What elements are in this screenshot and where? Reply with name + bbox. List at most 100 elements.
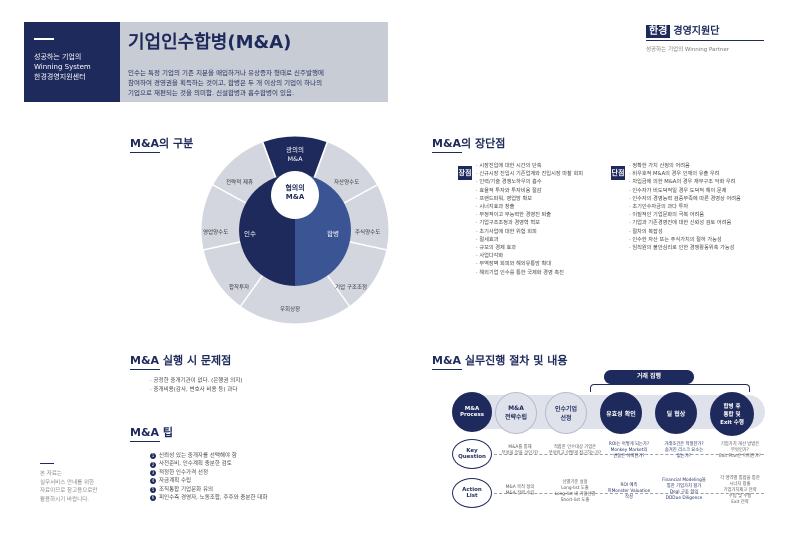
pros-item: 무역장벽 회피와 해외유통망 확대 bbox=[476, 260, 611, 268]
pros-item: 시장진입에 대한 시간의 단축 bbox=[476, 162, 611, 170]
footnote-line: 자료이므로 참고용으로만 bbox=[40, 488, 98, 494]
footnote-line: 실무서비스 안내를 위한 bbox=[40, 479, 95, 486]
merger-label: 합병 bbox=[327, 230, 339, 238]
pros-item: 해외기업 인수를 통한 국제화 경영 촉진 bbox=[476, 269, 611, 277]
pros-item: 효율적 투자와 투자비용 절감 bbox=[476, 187, 611, 195]
deal-execution-banner: 거래 집행 bbox=[604, 370, 694, 384]
process-step: 인수기업 선정 bbox=[545, 392, 587, 434]
pros-item: 규모의 경제 효과 bbox=[476, 244, 611, 252]
pros-item: 인력/기술 경쟁노하우의 흡수 bbox=[476, 178, 611, 186]
acquisition-label: 인수 bbox=[244, 230, 256, 238]
outer-label: 주식양수도 bbox=[355, 230, 381, 236]
broad-ma-label: 광의의 M&A bbox=[286, 146, 304, 163]
process-step: 유효성 확인 bbox=[600, 392, 642, 434]
action-item: M&A 목적 정의 M&A 전략 수립 bbox=[505, 485, 535, 496]
action-list-divider bbox=[494, 493, 764, 494]
problem-item: 공정한 중개기관이 없다. (은행권 의지) bbox=[150, 377, 243, 386]
key-question-label: Key Question bbox=[452, 439, 492, 469]
tip-text: 적정한 인수가격 선정 bbox=[159, 469, 209, 476]
desc-line: 기업으로 재편되는 것을 의미함. 신설합병과 흡수합병이 있음. bbox=[128, 89, 295, 97]
tip-number: 4 bbox=[150, 478, 156, 485]
cons-item: 인수자의 경영능력 검증부족에 따른 경영상 어려움 bbox=[629, 195, 769, 203]
process-step: M&A 전략수립 bbox=[495, 392, 537, 434]
pros-item: 초기사업에 대한 위험 회피 bbox=[476, 228, 611, 236]
cons-item: 정확한 가치 산정의 어려움 bbox=[629, 162, 769, 170]
cons-list: 정확한 가치 산정의 어려움 비우호적 M&A의 경우 인재의 유출 우려 차입… bbox=[629, 162, 769, 252]
tip-text: 피인수측 경영자, 노동조합, 주주와 충분한 대화 bbox=[159, 495, 268, 502]
key-question-item: 기업가치 개선 방법은 무엇인가? Exit Plan은 어떠한가? bbox=[718, 442, 762, 459]
tip-number: 6 bbox=[150, 495, 156, 502]
pros-item: 프랜드파워, 영업망 확보 bbox=[476, 195, 611, 203]
process-row-label: M&A Process bbox=[452, 392, 492, 432]
page-description: 인수는 특정 기업의 기존 지분을 매입하거나 유상증자 형태로 신주발행에 참… bbox=[128, 68, 384, 98]
header-main-panel: 기업인수합병(M&A) 인수는 특정 기업의 기존 지분을 매입하거나 유상증자… bbox=[120, 22, 388, 102]
footnote: 본 자료는 실무서비스 안내를 위한 자료이므로 참고용으로만 활용하시기 바랍… bbox=[40, 470, 97, 504]
pros-badge: 장점 bbox=[458, 166, 472, 180]
tip-text: 조직통합 기업문화 유의 bbox=[159, 486, 214, 493]
header-side-panel: 성공하는 기업의 Winning System 한경경영지원센터 bbox=[24, 22, 120, 102]
cons-item: 비우호적 M&A의 경우 인재의 유출 우려 bbox=[629, 170, 769, 178]
outer-label: 자산양수도 bbox=[334, 180, 360, 186]
tip-number: 5 bbox=[150, 486, 156, 493]
key-question-item: ROI는 어떻게 되는가? Monkey Market의 변동은 어떠한가? bbox=[608, 442, 650, 459]
narrow-ma-label: 협의의 M&A bbox=[285, 184, 305, 201]
narrow-ma-circle bbox=[271, 171, 319, 219]
process-step: 딜 협상 bbox=[655, 392, 697, 434]
tip-text: 사전준비, 인수계획 충분한 검토 bbox=[159, 461, 232, 468]
action-item: Financial Modeling을 통한 기업가치 평가 Deal 구조 협… bbox=[662, 478, 706, 501]
section-underline bbox=[432, 152, 462, 153]
process-step: 합병 후 통합 및 Exit 수행 bbox=[710, 392, 754, 436]
key-question-item: M&A를 통해 무엇을 얻을 것인가? bbox=[501, 445, 539, 456]
deal-bracket bbox=[590, 384, 750, 392]
pros-item: 시너지효과 창출 bbox=[476, 203, 611, 211]
action-list-label: Action List bbox=[452, 478, 492, 508]
problems-title: M&A 실행 시 문제점 bbox=[130, 354, 232, 367]
logo-divider bbox=[646, 40, 764, 41]
outer-label: 전략적 제휴 bbox=[226, 180, 254, 186]
cons-item: 인수자가 비도덕적일 경우 도덕적 해이 문제 bbox=[629, 187, 769, 195]
cons-badge: 단점 bbox=[611, 166, 625, 180]
key-question-item: 적합한 인수대상 기업은 무엇이고 어떻게 접근하는가? bbox=[548, 445, 602, 456]
header-side-line: 성공하는 기업의 bbox=[34, 53, 82, 61]
cons-item: 차입금에 의한 M&A의 경우 재무구조 악화 우려 bbox=[629, 178, 769, 186]
section-underline bbox=[130, 152, 160, 153]
footnote-line: 본 자료는 bbox=[40, 471, 62, 477]
section-underline bbox=[130, 369, 160, 370]
page-title: 기업인수합병(M&A) bbox=[128, 32, 292, 53]
cons-item: 절차의 복잡성 bbox=[629, 228, 769, 236]
header-side-line: 한경경영지원센터 bbox=[34, 73, 86, 81]
pros-item: 신규시장 진입시 기존업계와 진입시장 마찰 회피 bbox=[476, 170, 611, 178]
tip-number: 3 bbox=[150, 470, 156, 477]
footnote-bar bbox=[40, 463, 54, 464]
outer-label: 영업양수도 bbox=[203, 230, 229, 236]
problems-list: 공정한 중개기관이 없다. (은행권 의지) 중개비용(감사, 변호사 비용 등… bbox=[150, 377, 243, 395]
outer-label: 우회상장 bbox=[280, 307, 301, 313]
pros-item: 사업다각화 bbox=[476, 252, 611, 260]
outer-label: 기업 구조조정 bbox=[335, 285, 368, 291]
footnote-line: 활용하시기 바랍니다. bbox=[40, 496, 90, 503]
section-underline bbox=[130, 441, 160, 442]
key-question-item: 거래조건은 적절한가? 숨겨진 리스크 요소는 없는가? bbox=[664, 442, 704, 459]
process-title: M&A 실무진행 절차 및 내용 bbox=[432, 354, 568, 367]
pros-item: 절세효과 bbox=[476, 236, 611, 244]
outer-label: 합작투자 bbox=[229, 285, 250, 291]
desc-line: 참여하여 경영권을 획득하는 것이고, 합병은 두 개 이상의 기업이 하나의 bbox=[128, 79, 323, 87]
cons-item: 기업과 기존경영진에 대한 신뢰성 검토 어려움 bbox=[629, 219, 769, 227]
logo-subtitle: 성공하는 기업의 Winning Partner bbox=[646, 47, 729, 53]
key-question-divider bbox=[494, 454, 764, 455]
tip-number: 2 bbox=[150, 461, 156, 468]
cons-item: 인수한 자산 또는 주식가치의 절하 가능성 bbox=[629, 236, 769, 244]
logo-mark: 한경 bbox=[646, 25, 671, 38]
cons-item: 초기인수자금의 과다 투자 bbox=[629, 203, 769, 211]
header-bar-decoration bbox=[34, 38, 54, 40]
action-item: 선별기준 설정 Long-list 도출 Long-list 내 기업선별 Sh… bbox=[554, 480, 596, 503]
classification-diagram bbox=[200, 135, 390, 325]
tip-text: 신뢰성 있는 중개자를 선택해야 함 bbox=[159, 453, 237, 459]
